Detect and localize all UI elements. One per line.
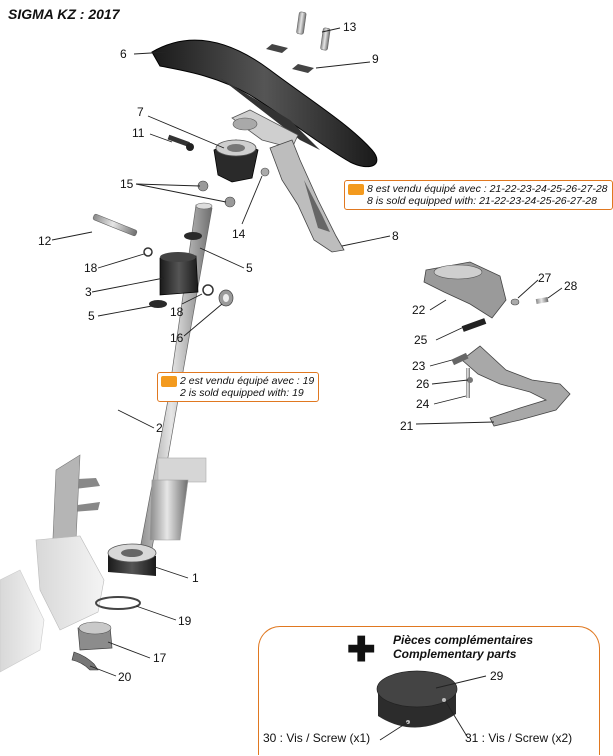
callout-5-lower: 5 xyxy=(88,309,95,323)
hub-plate xyxy=(231,109,299,149)
callout-29: 29 xyxy=(490,669,504,683)
tool-badge-icon xyxy=(161,376,177,387)
callout-24: 24 xyxy=(416,397,430,411)
callout-21: 21 xyxy=(400,419,414,433)
complementary-parts-panel: ✚ Pièces complémentaires Complementary p… xyxy=(258,626,600,755)
callout-1: 1 xyxy=(192,571,199,585)
callout-22: 22 xyxy=(412,303,426,317)
screw-23 xyxy=(451,352,469,366)
callout-9: 9 xyxy=(372,52,379,66)
note-part-8: 8 est vendu équipé avec : 21-22-23-24-25… xyxy=(344,180,613,210)
nut-17 xyxy=(77,621,113,651)
callout-27: 27 xyxy=(538,271,552,285)
callout-5-upper: 5 xyxy=(246,261,253,275)
callout-3: 3 xyxy=(85,285,92,299)
callout-18-left: 18 xyxy=(84,261,98,275)
collar-5-upper xyxy=(184,232,202,240)
bearing-1 xyxy=(107,543,157,576)
callout-18-right: 18 xyxy=(170,305,184,319)
leader-lines xyxy=(51,27,563,741)
plus-icon: ✚ xyxy=(347,631,376,669)
callout-15: 15 xyxy=(120,177,134,191)
plate-29 xyxy=(376,670,458,728)
callout-20: 20 xyxy=(118,670,132,684)
bearing-3 xyxy=(159,252,199,296)
washer-18-left xyxy=(143,247,153,257)
callout-26: 26 xyxy=(416,377,430,391)
callout-17: 17 xyxy=(153,651,167,665)
bolt-25 xyxy=(461,318,487,332)
lower-assembly xyxy=(0,457,207,673)
note-part-2: 2 est vendu équipé avec : 19 2 is sold e… xyxy=(157,372,320,402)
pin-28 xyxy=(535,296,549,304)
steering-hub xyxy=(213,139,259,183)
bracket-22 xyxy=(423,261,507,319)
paddle-lever-8 xyxy=(269,139,345,253)
callout-14: 14 xyxy=(232,227,246,241)
callout-11: 11 xyxy=(132,126,145,140)
complementary-title-english: Complementary parts xyxy=(393,647,517,661)
nut-16 xyxy=(218,289,234,307)
callout-7: 7 xyxy=(137,105,144,119)
callout-19: 19 xyxy=(178,614,192,628)
screws-13 xyxy=(296,11,331,51)
steering-wheel xyxy=(151,39,378,168)
callout-13: 13 xyxy=(343,20,357,34)
clip-20 xyxy=(71,651,99,671)
note-8-french: 8 est vendu équipé avec : 21-22-23-24-25… xyxy=(367,183,608,195)
callout-12: 12 xyxy=(38,234,52,248)
callout-23: 23 xyxy=(412,359,426,373)
complementary-title-french: Pièces complémentaires xyxy=(393,633,534,647)
page-title: SIGMA KZ : 2017 xyxy=(8,6,120,22)
collar-5-lower xyxy=(149,300,167,308)
note-8-english: 8 is sold equipped with: 21-22-23-24-25-… xyxy=(367,195,597,207)
nuts-15 xyxy=(197,180,236,208)
ball-26 xyxy=(467,377,473,383)
washer-27 xyxy=(510,298,520,306)
callout-25: 25 xyxy=(414,333,428,347)
bolt-12 xyxy=(92,213,138,237)
washer-18-right xyxy=(202,284,214,296)
washer-14 xyxy=(260,167,270,177)
paddle-21 xyxy=(461,345,571,427)
callout-2: 2 xyxy=(156,421,163,435)
note-2-french: 2 est vendu équipé avec : 19 xyxy=(180,375,315,387)
note-2-english: 2 is sold equipped with: 19 xyxy=(180,387,304,399)
callout-numbers: 1 2 3 5 5 6 7 8 9 11 12 13 14 15 16 17 1… xyxy=(38,20,578,684)
callout-16: 16 xyxy=(170,331,184,345)
callout-28: 28 xyxy=(564,279,578,293)
callout-6: 6 xyxy=(120,47,127,61)
washer-19 xyxy=(95,596,141,610)
complementary-item-31: 31 : Vis / Screw (x2) xyxy=(465,731,573,745)
washers-9 xyxy=(266,44,314,73)
bolt-11 xyxy=(167,134,194,151)
tool-badge-icon xyxy=(348,184,364,195)
complementary-item-30: 30 : Vis / Screw (x1) xyxy=(263,731,371,745)
pin-24 xyxy=(466,368,470,398)
exploded-parts-diagram: 1 2 3 5 5 6 7 8 9 11 12 13 14 15 16 17 1… xyxy=(0,11,578,741)
callout-8: 8 xyxy=(392,229,399,243)
complementary-title: Pièces complémentaires Complementary par… xyxy=(393,633,533,661)
